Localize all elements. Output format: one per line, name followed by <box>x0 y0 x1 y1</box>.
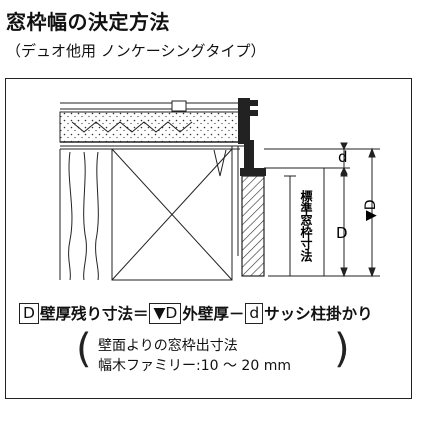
exterior-wall <box>241 175 265 277</box>
diagram-frame <box>5 78 412 399</box>
formula-box-d: d <box>245 302 264 324</box>
wall-interior <box>59 148 233 281</box>
note-close-paren: ) <box>334 326 350 372</box>
formula-part2: 外壁厚－ <box>182 305 245 323</box>
formula-part1: 壁厚残り寸法＝ <box>39 305 149 323</box>
note-line2: 幅木ファミリー:10 ～ 20 mm <box>98 358 291 374</box>
note-open-paren: ( <box>76 326 92 372</box>
dimension-lines <box>264 142 380 278</box>
formula-part3: サッシ柱掛かり <box>264 305 373 323</box>
formula: D 壁厚残り寸法＝ ▼D 外壁厚－ d サッシ柱掛かり <box>18 302 373 324</box>
label-D: D <box>336 224 348 242</box>
formula-box-vD: ▼D <box>149 302 182 324</box>
label-vD: ▼D <box>363 199 379 221</box>
note-line1: 壁面よりの窓枠出寸法 <box>98 338 238 354</box>
page-subtitle: （デュオ他用 ノンケーシングタイプ） <box>6 42 266 60</box>
upper-structure <box>59 100 247 150</box>
label-standard-frame: 標準窓枠寸法 <box>299 189 313 263</box>
page-title: 窓枠幅の決定方法 <box>6 10 170 34</box>
label-d: d <box>338 148 348 166</box>
formula-box-D: D <box>19 302 39 324</box>
